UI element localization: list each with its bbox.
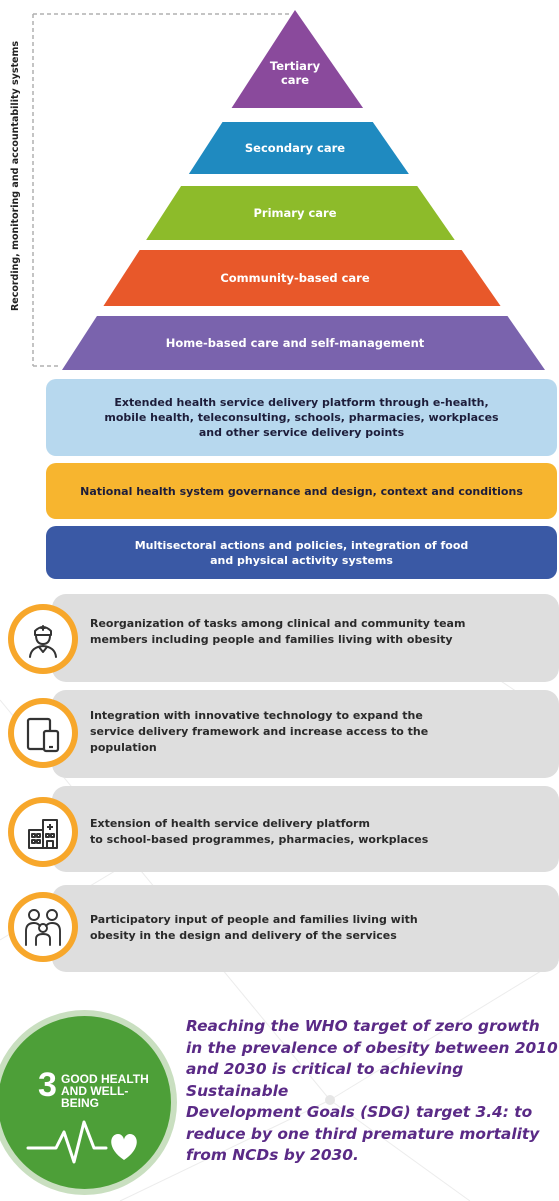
card-text: Extension of health service delivery pla… [90,816,495,848]
family-icon [8,892,78,962]
card-line: Participatory input of people and famili… [90,913,418,926]
card-line: to school-based programmes, pharmacies, … [90,833,429,846]
pyramid-level-label: Secondary care [245,141,345,155]
band-extended-line: Extended health service delivery platfor… [114,396,489,409]
card-line: Reorganization of tasks among clinical a… [90,617,466,630]
pyramid-level-4 [103,250,501,306]
monitoring-bracket [32,13,290,367]
card-line: members including people and families li… [90,633,453,646]
band-governance: National health system governance and de… [46,463,557,519]
card-line: Extension of health service delivery pla… [90,817,370,830]
pyramid-level-label: care [281,73,309,87]
sdg-quote: Reaching the WHO target of zero growth i… [186,1017,558,1164]
pyramid-level-2 [188,122,409,174]
pyramid-level-label: Tertiary [270,59,321,73]
band-extended: Extended health service delivery platfor… [46,379,557,456]
card-text: Reorganization of tasks among clinical a… [90,616,495,648]
card-line: obesity in the design and delivery of th… [90,929,397,942]
band-extended-line: and other service delivery points [198,426,405,439]
card-line: population [90,741,157,754]
band-extended-line: mobile health, teleconsulting, schools, … [104,411,499,424]
pyramid-level-label: Primary care [253,206,336,220]
band-governance-line: National health system governance and de… [80,484,523,498]
sdg-number: 3 [38,1066,57,1104]
sdg-badge: 3 GOOD HEALTH AND WELL-BEING [0,1010,177,1195]
card-innovative-technology [52,690,559,778]
pyramid-level-3 [146,186,455,240]
devices-icon [8,698,78,768]
pyramid-level-1 [231,10,364,108]
sdg-label-line: AND WELL-BEING [61,1084,129,1110]
band-multisectoral: Multisectoral actions and policies, inte… [46,526,557,579]
card-school-pharmacy-workplace [52,786,559,872]
band-multisectoral-line: and physical activity systems [210,553,393,567]
health-worker-icon [8,604,78,674]
pyramid-level-label: Home-based care and self-management [166,336,425,350]
card-participatory-input [52,885,559,972]
card-task-reorganization [52,594,559,682]
pyramid-level-5 [62,316,545,370]
card-line: service delivery framework and increase … [90,725,429,738]
pyramid-level-label: Community-based care [220,271,370,285]
card-line: Integration with innovative technology t… [90,709,423,722]
heartbeat-icon [26,1120,137,1164]
card-text: Participatory input of people and famili… [90,912,495,944]
building-icon [8,797,78,867]
band-multisectoral-line: Multisectoral actions and policies, inte… [134,538,469,552]
sdg-label-line: GOOD HEALTH [61,1072,149,1086]
sdg-label: GOOD HEALTH AND WELL-BEING [61,1073,151,1109]
card-text: Integration with innovative technology t… [90,708,495,756]
